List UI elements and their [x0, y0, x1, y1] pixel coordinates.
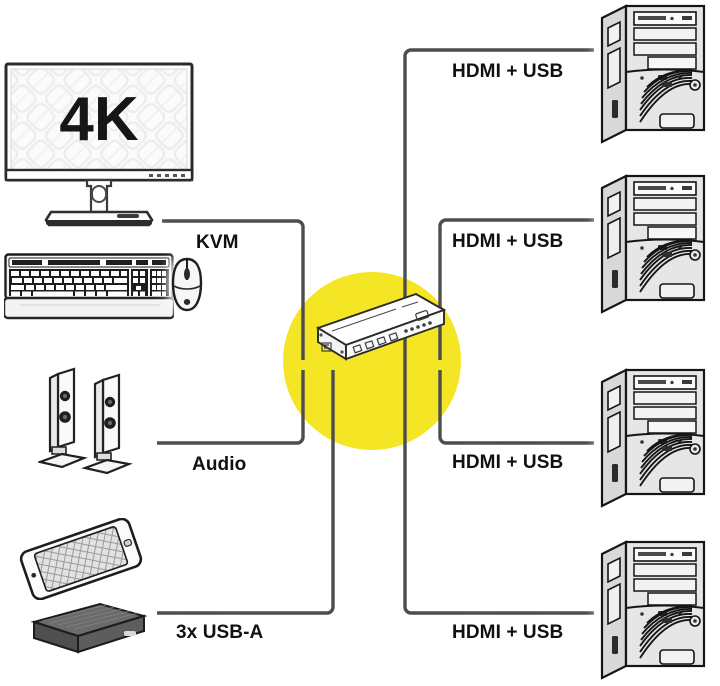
label-3x-usb-a: 3x USB-A — [176, 622, 264, 643]
pc-tower-4 — [596, 538, 708, 684]
pc-tower-3 — [596, 366, 708, 512]
label-hdmi-usb-4: HDMI + USB — [452, 622, 564, 643]
kvm-highlight-circle — [283, 272, 461, 450]
external-hard-drive — [28, 600, 148, 660]
kvm-switch-device — [296, 288, 446, 368]
smartphone — [18, 518, 144, 600]
label-hdmi-usb-3: HDMI + USB — [452, 452, 564, 473]
speakers — [38, 366, 148, 478]
label-hdmi-usb-1: HDMI + USB — [452, 61, 564, 82]
label-kvm: KVM — [196, 232, 239, 253]
pc-tower-2 — [596, 172, 708, 318]
svg-text:4K: 4K — [59, 85, 138, 154]
pc-tower-1 — [596, 2, 708, 148]
label-audio: Audio — [192, 454, 247, 475]
monitor: 4K — [4, 62, 194, 227]
label-hdmi-usb-2: HDMI + USB — [452, 231, 564, 252]
mouse — [170, 257, 204, 313]
keyboard — [4, 253, 174, 321]
